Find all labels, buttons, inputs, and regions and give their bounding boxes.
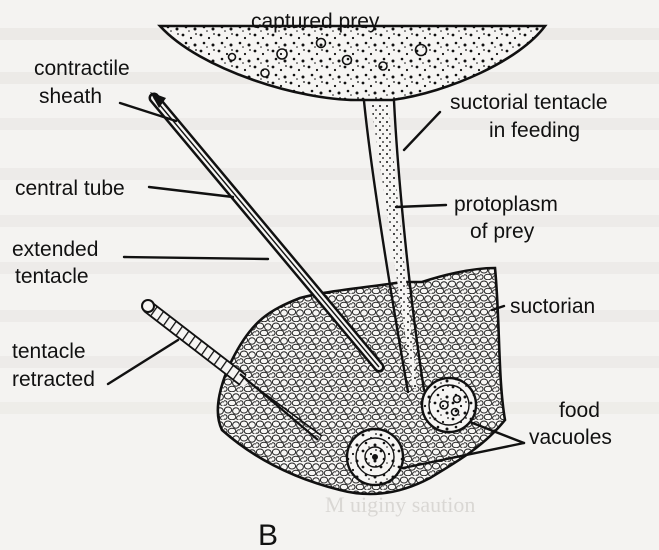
food-vacuole-lower [347, 429, 403, 485]
label-suctorial-tentacle-line2: in feeding [489, 119, 580, 142]
label-extended-tentacle-line1: extended [12, 238, 98, 261]
label-suctorial-tentacle-line1: suctorial tentacle [450, 91, 608, 114]
label-tentacle-retracted-line1: tentacle [12, 340, 86, 363]
background-text-fragment: M uiginy saution [325, 492, 475, 517]
captured-prey-shape [160, 26, 545, 100]
food-vacuole-upper [422, 378, 476, 432]
label-food-vacuoles-line1: food [559, 399, 600, 422]
label-suctorian: suctorian [510, 295, 595, 318]
label-food-vacuoles-line2: vacuoles [529, 426, 612, 449]
label-central-tube: central tube [15, 177, 125, 200]
label-protoplasm-line2: of prey [470, 220, 535, 243]
label-captured-prey: captured prey [251, 10, 380, 33]
figure-letter: B [258, 519, 278, 550]
label-extended-tentacle-line2: tentacle [15, 265, 89, 288]
label-tentacle-retracted-line2: retracted [12, 368, 95, 391]
label-protoplasm-line1: protoplasm [454, 193, 558, 216]
label-contractile-sheath-line1: contractile [34, 57, 130, 80]
label-contractile-sheath-line2: sheath [39, 85, 102, 108]
